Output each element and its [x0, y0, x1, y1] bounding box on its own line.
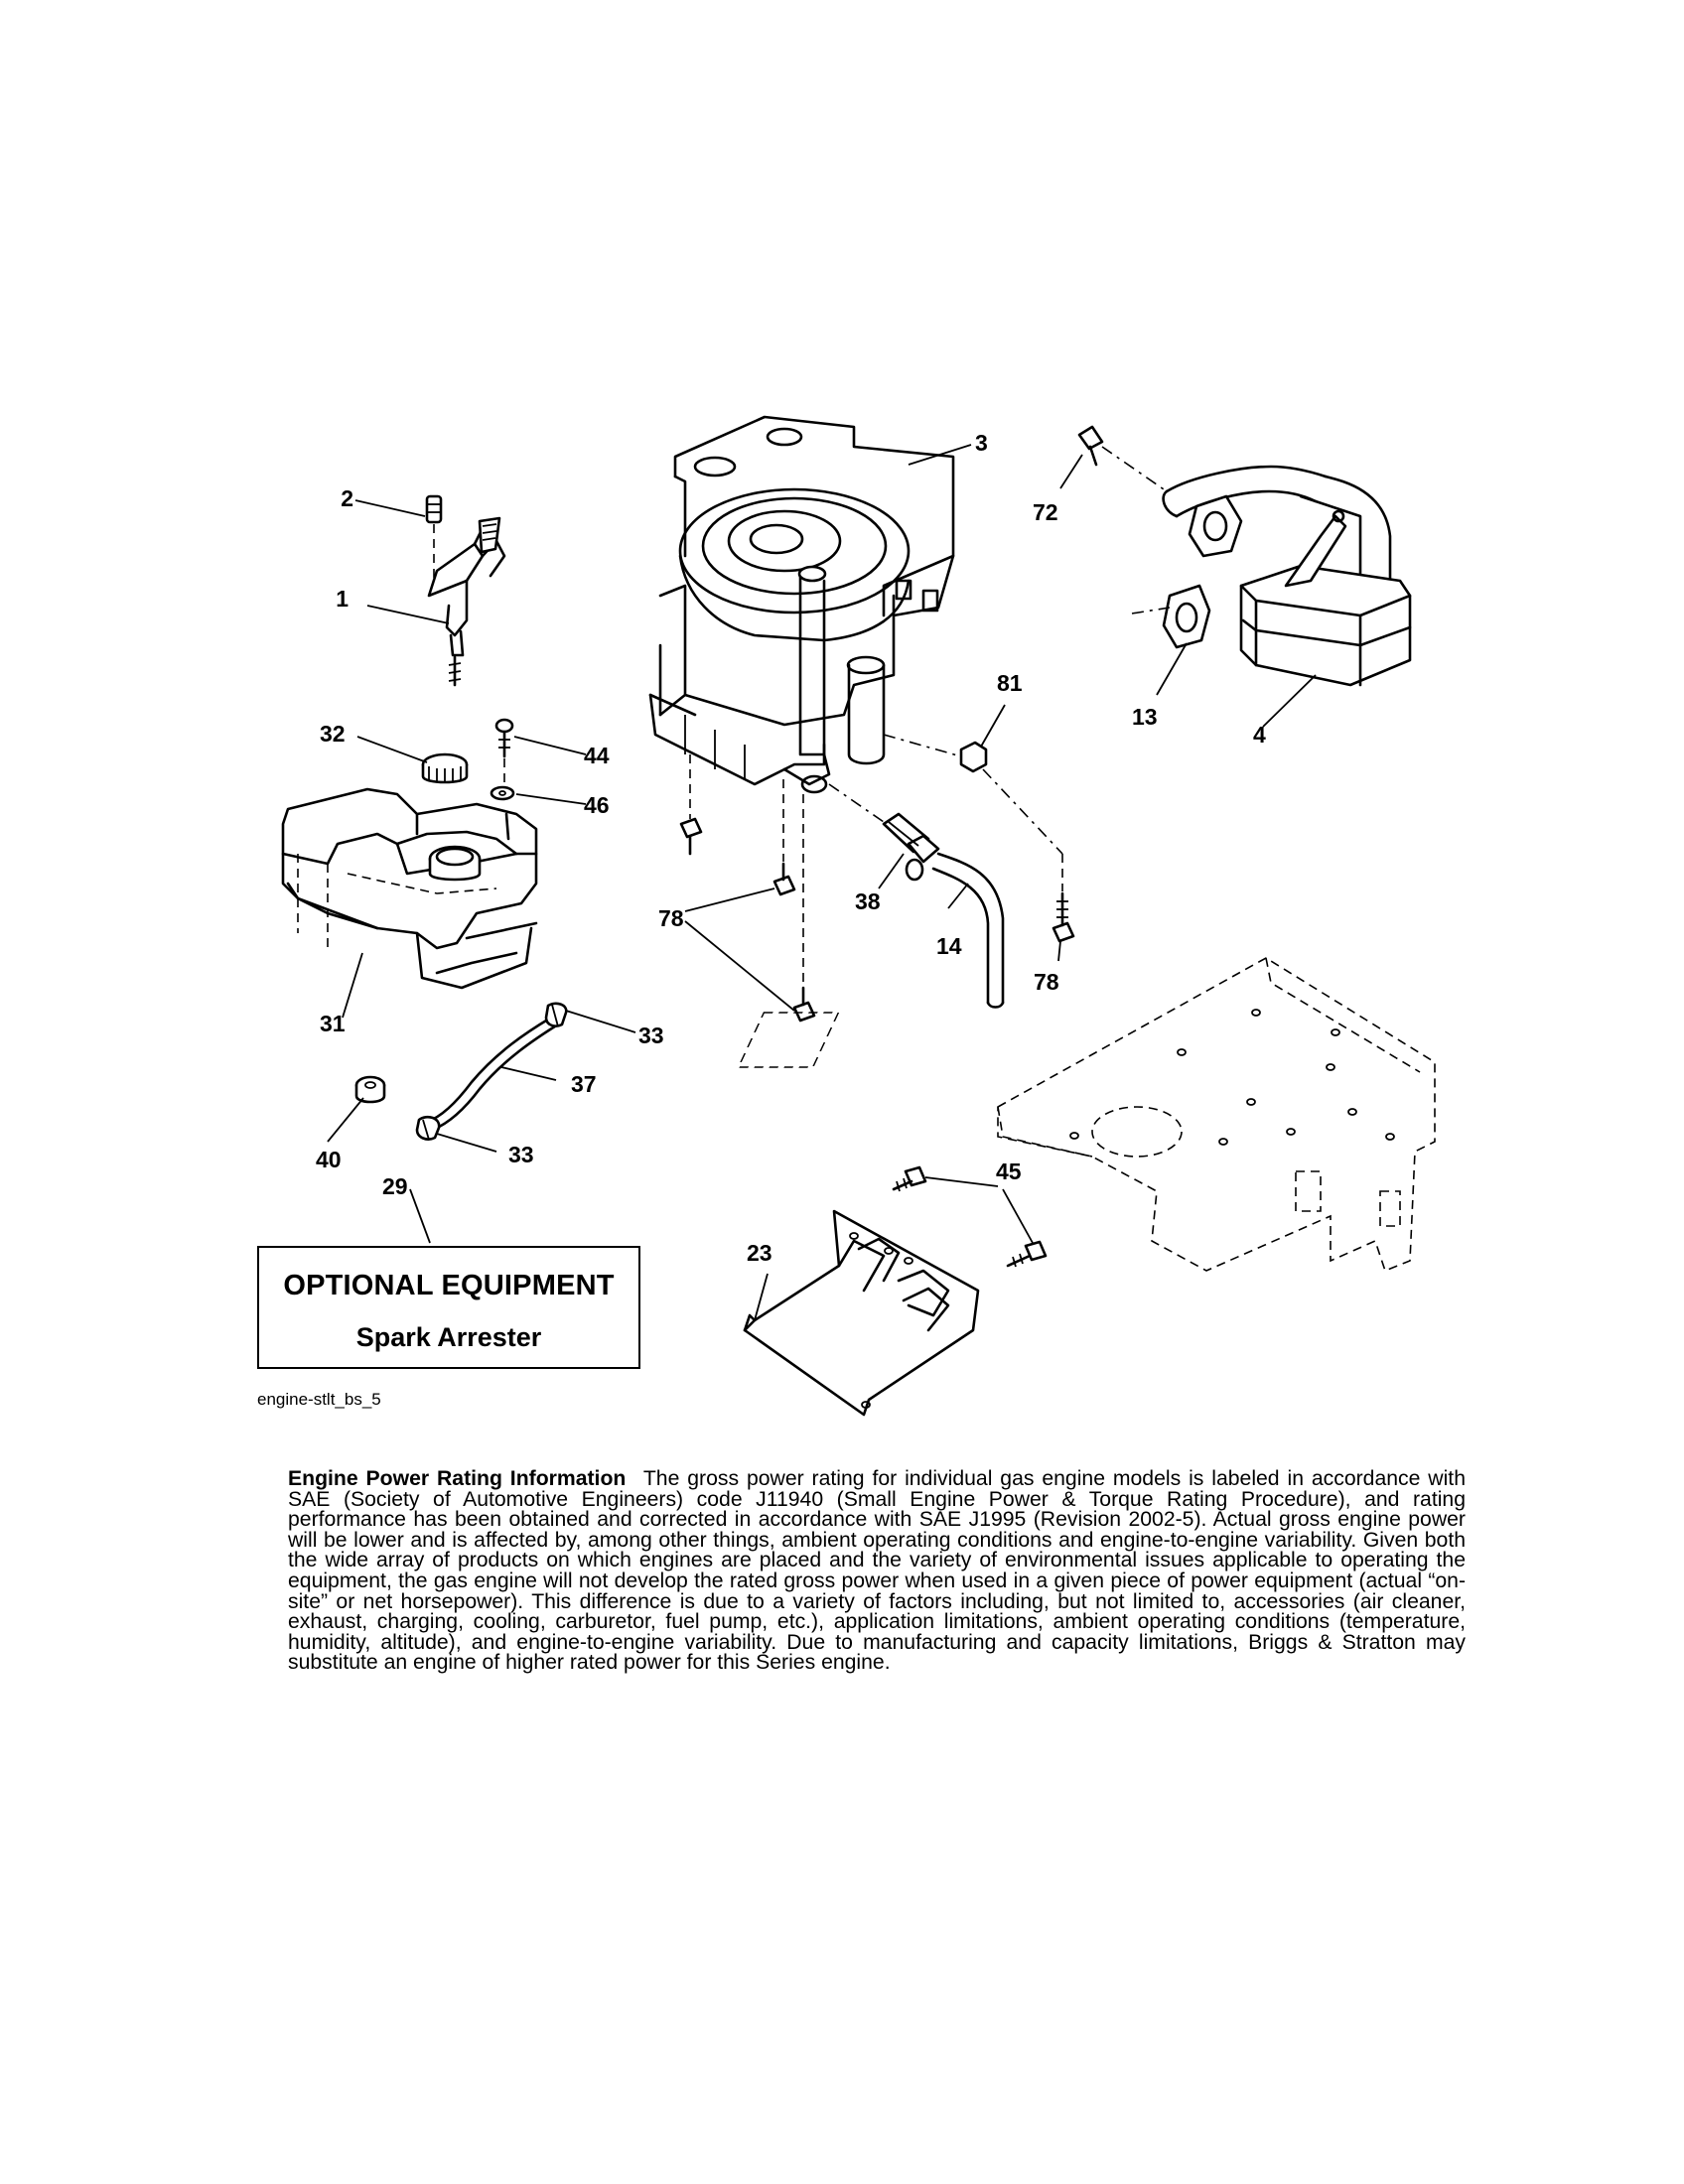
callout-40: 40	[316, 1147, 342, 1172]
bolt-part-78-bottom	[792, 794, 816, 1023]
fuel-hose-part-14	[931, 852, 1005, 1009]
bolt-part-45-lower	[1006, 1240, 1048, 1268]
hex-nut-part-81	[883, 734, 988, 773]
callout-44: 44	[584, 743, 610, 768]
callout-32: 32	[320, 721, 346, 747]
bolt-part-78-middle	[772, 779, 796, 896]
callout-23: 23	[747, 1240, 772, 1266]
callout-1: 1	[336, 586, 349, 612]
callout-14: 14	[936, 933, 962, 959]
rubber-grommet-part-40	[354, 1075, 386, 1104]
muffler-part	[1239, 509, 1412, 687]
diagram-code: engine-stlt_bs_5	[257, 1390, 381, 1409]
engine-power-rating-paragraph: Engine Power Rating Information The gros…	[288, 1467, 1466, 1675]
fuel-filter-part-38	[828, 783, 940, 882]
callout-3: 3	[975, 430, 988, 456]
exhaust-pipe-part	[1162, 465, 1392, 617]
callout-37: 37	[571, 1071, 597, 1097]
hose-clamp-part-33-bottom	[415, 1115, 441, 1141]
optional-equipment-title: OPTIONAL EQUIPMENT	[283, 1270, 615, 1301]
optional-equipment-box: OPTIONAL EQUIPMENT Spark Arrester	[257, 1246, 640, 1369]
callout-78-right: 78	[1034, 969, 1059, 995]
hose-clamp-part-33-top	[544, 1002, 568, 1027]
bolt-part-45-upper	[892, 1165, 927, 1192]
engine-mounting-plate	[737, 957, 1436, 1273]
fuel-line-part	[425, 1016, 560, 1132]
callout-33-bottom: 33	[508, 1142, 534, 1167]
callout-72: 72	[1033, 499, 1058, 525]
callout-81: 81	[997, 670, 1023, 696]
washer-part-46	[490, 785, 515, 801]
bolt-part-72	[1077, 425, 1168, 492]
callout-46: 46	[584, 792, 610, 818]
bolt-part-78-left	[679, 754, 703, 856]
leader-lines	[327, 444, 1317, 1321]
bolt-part-78-right	[982, 768, 1075, 943]
callout-29: 29	[382, 1173, 408, 1199]
callout-33-top: 33	[638, 1023, 664, 1048]
screw-part-44	[494, 718, 514, 784]
screw-part-2	[425, 494, 443, 578]
spark-arrester-label: Spark Arrester	[355, 1322, 542, 1352]
callout-38: 38	[855, 888, 881, 914]
throttle-control-part	[427, 516, 506, 687]
gasket-part-13	[1131, 584, 1211, 649]
callout-13: 13	[1132, 704, 1158, 730]
callout-2: 2	[341, 485, 353, 511]
engine-part	[648, 415, 955, 794]
callout-31: 31	[320, 1011, 346, 1036]
rating-heading: Engine Power Rating Information	[288, 1467, 627, 1490]
callout-78-left: 78	[658, 905, 684, 931]
heat-shield-part	[743, 1209, 980, 1417]
fuel-cap-part	[421, 752, 469, 784]
rating-body: The gross power rating for individual ga…	[288, 1467, 1466, 1675]
fuel-tank-part	[281, 787, 538, 990]
callout-45: 45	[996, 1159, 1022, 1184]
callout-4: 4	[1253, 722, 1266, 748]
